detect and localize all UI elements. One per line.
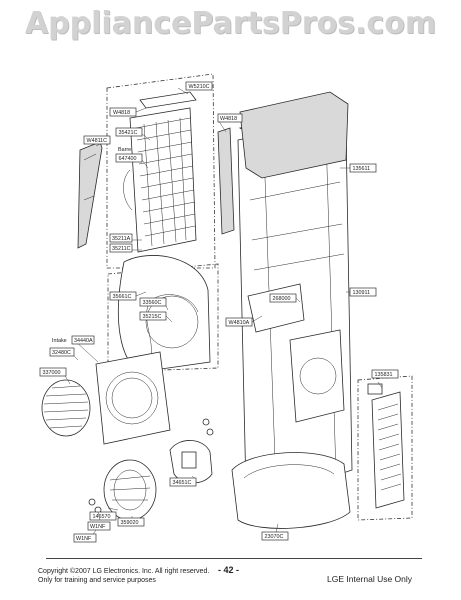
footer-copyright: Copyright ©2007 LG Electronics. Inc. All… (38, 568, 210, 575)
label-359020: 359020 (117, 516, 145, 527)
intake-grille (41, 379, 91, 437)
svg-text:268000: 268000 (273, 296, 291, 302)
top-cover (239, 91, 349, 179)
right-panel-strip (217, 127, 235, 235)
svg-text:35661C: 35661C (113, 294, 132, 300)
svg-text:23070C: 23070C (265, 534, 284, 540)
label-146570: 146570 (89, 507, 119, 521)
front-louver-assembly (367, 383, 405, 509)
motor-mount-plate (289, 329, 345, 423)
left-side-panel (77, 141, 103, 249)
label-barrel: Barrel (118, 147, 132, 153)
label-W1NF-a: W1NF (87, 511, 111, 531)
svg-text:34651C: 34651C (173, 480, 192, 486)
evaporator-group-outline (106, 73, 216, 269)
svg-text:W4811C: W4811C (87, 138, 108, 144)
svg-text:Barrel: Barrel (118, 147, 132, 153)
label-135831: 135831 (371, 369, 399, 389)
svg-text:135831: 135831 (375, 372, 393, 378)
label-34440A: 34440A (71, 335, 99, 363)
footer-rule (46, 558, 422, 559)
label-W4818-a: W4818 (109, 107, 147, 117)
washer (206, 428, 214, 436)
evaporator-coil (129, 107, 197, 253)
label-23070C: 23070C (261, 523, 289, 541)
svg-text:W1NF: W1NF (90, 524, 106, 530)
svg-text:146570: 146570 (93, 514, 111, 520)
label-W1NF-b: W1NF (73, 529, 97, 543)
svg-text:35215C: 35215C (143, 314, 162, 320)
label-W4818-b: W4818 (217, 113, 243, 133)
label-130911: 130911 (346, 287, 377, 297)
svg-text:33560C: 33560C (143, 300, 162, 306)
label-135611: 135611 (340, 163, 377, 173)
watermark-logo: AppliancePartsPros.com (24, 6, 437, 41)
svg-text:35421C: 35421C (119, 130, 138, 136)
svg-text:359020: 359020 (121, 520, 139, 526)
motor-mount-hole (299, 357, 337, 395)
label-268000: 268000 (269, 293, 301, 303)
label-W4811C: W4811C (83, 135, 111, 147)
svg-text:337000: 337000 (43, 370, 61, 376)
svg-text:W4818: W4818 (220, 116, 237, 122)
label-337000: 337000 (39, 367, 71, 385)
label-W4810A: W4810A (225, 315, 263, 327)
label-35661C: 35661C (109, 291, 147, 301)
page-number: - 42 - (218, 565, 240, 575)
label-32480C: 32480C (49, 347, 79, 361)
coil-drain-tube (123, 169, 133, 211)
svg-text:647400: 647400 (119, 156, 137, 162)
label-intake: Intake (52, 338, 67, 344)
label-34651C: 34651C (169, 475, 197, 487)
label-647400: 647400 (115, 153, 149, 169)
fan-motor (169, 440, 213, 484)
label-35215C: 35215C (139, 311, 173, 323)
label-35421C: 35421C (115, 127, 151, 141)
svg-text:32480C: 32480C (52, 350, 71, 356)
svg-text:W4818: W4818 (113, 110, 130, 116)
svg-text:Intake: Intake (52, 338, 67, 344)
svg-text:130911: 130911 (353, 290, 371, 296)
blower-wheel (103, 459, 157, 521)
svg-text:35211A: 35211A (112, 236, 131, 242)
label-W5210C: W5210C (177, 81, 213, 95)
label-35211A: 35211A (109, 233, 142, 243)
drain-pan (231, 452, 351, 529)
part-label: W5210C (189, 84, 210, 90)
svg-text:135611: 135611 (353, 166, 371, 172)
washer (88, 498, 96, 506)
footer-internal-use: LGE Internal Use Only (327, 574, 413, 584)
label-35211C: 35211C (109, 243, 142, 253)
svg-text:W1NF: W1NF (76, 536, 92, 542)
svg-text:35211C: 35211C (112, 246, 131, 252)
washer (202, 418, 210, 426)
svg-text:34440A: 34440A (74, 338, 93, 344)
label-33560C: 33560C (139, 297, 169, 311)
svg-text:W4810A: W4810A (229, 320, 250, 326)
top-bracket (139, 91, 197, 109)
orifice-ring (95, 351, 171, 445)
footer-training-note: Only for training and service purposes (38, 577, 156, 584)
